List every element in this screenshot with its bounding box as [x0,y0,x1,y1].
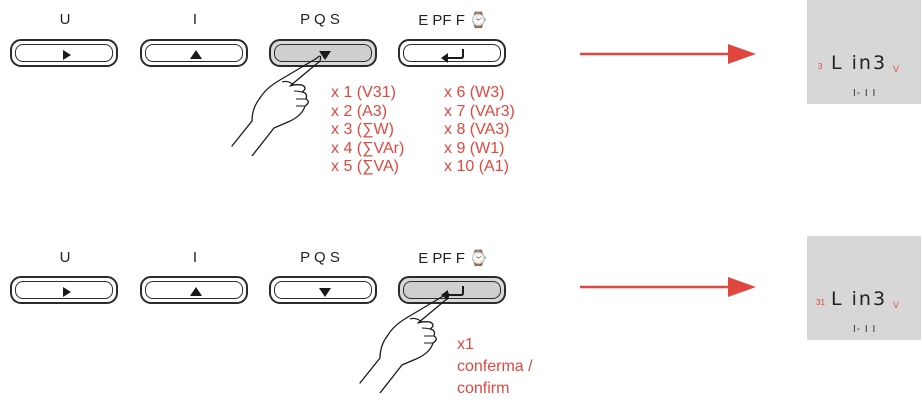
count-item: x 3 (∑W) [331,121,394,138]
enter-key[interactable] [398,276,506,304]
count-item: x 8 (VA3) [444,121,510,138]
pqs-key[interactable] [269,276,377,304]
display-phase: 31 [816,298,825,307]
label-i: I [192,11,198,28]
step-top: U I P Q S E PF F ⌚ x 1 (V31) x 2 (A3) x … [0,0,922,200]
enter-arrow-icon [441,49,464,63]
i-key[interactable] [140,39,248,67]
confirm-label-en: confirm [457,380,510,397]
label-pqs: P Q S [300,11,340,28]
display-phase: 3 [818,62,823,71]
u-key[interactable] [10,276,118,304]
label-u: U [59,249,71,266]
pointing-hand-icon [231,55,322,156]
up-triangle-icon [190,50,202,59]
label-i: I [192,249,198,266]
press-counts-col2: x 6 (W3) x 7 (VAr3) x 8 (VA3) x 9 (W1) x… [444,84,515,177]
right-arrow-icon [580,44,756,64]
display-screen: 31 L in3 V I- I I [807,236,921,340]
confirm-label-it: conferma / [457,358,533,375]
count-item: x 2 (A3) [331,102,388,120]
display-subtext: I- I I [853,324,877,335]
display-subtext: I- I I [853,88,877,99]
u-key[interactable] [10,39,118,67]
count-item: x 6 (W3) [444,84,505,101]
play-icon [63,50,71,60]
pqs-key[interactable] [269,39,377,67]
up-triangle-icon [190,287,202,296]
count-item: x 4 (∑VAr) [331,139,405,157]
down-triangle-icon [319,51,331,60]
label-epff: E PF F ⌚ [418,250,488,267]
enter-key[interactable] [398,39,506,67]
display-text: L in3 [831,288,888,310]
confirm-instruction: x1 conferma / confirm [457,334,533,400]
confirm-count: x1 [457,336,474,353]
right-arrow-icon [580,277,756,297]
count-item: x 1 (V31) [331,84,396,101]
display-unit: V [893,64,900,74]
label-epff: E PF F ⌚ [418,12,488,29]
count-item: x 7 (VAr3) [444,102,515,120]
display-unit: V [893,300,900,310]
press-counts-col1: x 1 (V31) x 2 (A3) x 3 (∑W) x 4 (∑VAr) x… [331,84,404,177]
count-item: x 9 (W1) [444,139,505,157]
count-item: x 5 (∑VA) [331,158,400,175]
count-item: x 10 (A1) [444,158,509,175]
down-triangle-icon [319,288,331,297]
pointing-hand-icon [359,292,450,393]
label-u: U [59,11,71,28]
label-pqs: P Q S [300,249,340,266]
display-screen: 3 L in3 V I- I I [807,0,921,104]
display-text: L in3 [831,52,888,74]
play-icon [63,287,71,297]
i-key[interactable] [140,276,248,304]
